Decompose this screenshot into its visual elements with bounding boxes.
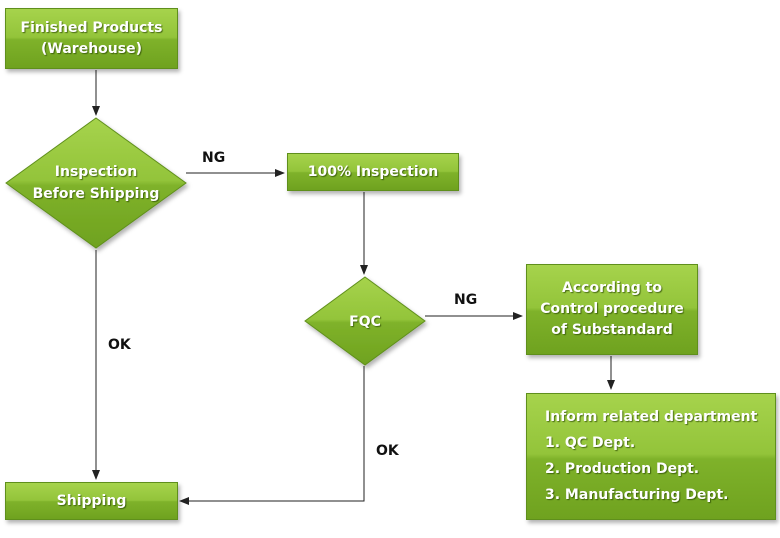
- inspection-label-line1: Inspection: [54, 164, 138, 180]
- shipping-box: Shipping: [5, 482, 178, 520]
- control-procedure-line3: of Substandard: [551, 322, 673, 338]
- inspection-ok-label: OK: [108, 337, 131, 353]
- inform-department-item: 1. QC Dept.: [545, 435, 636, 451]
- fqc-label: FQC: [349, 314, 381, 330]
- full-inspection-box: 100% Inspection: [287, 153, 459, 191]
- finished-products-line1: Finished Products: [20, 19, 163, 36]
- control-procedure-line1: According to: [562, 280, 662, 296]
- fqc-ok-label: OK: [376, 443, 399, 459]
- fqc-diamond-label: FQC: [320, 308, 410, 336]
- control-procedure-line2: Control procedure: [540, 301, 684, 317]
- inform-department-item: 2. Production Dept.: [545, 461, 700, 477]
- inspection-ng-label: NG: [202, 150, 226, 166]
- fqc-ng-label: NG: [454, 292, 478, 308]
- inform-department-box: Inform related department 1. QC Dept. 2.…: [526, 393, 776, 520]
- inspection-label-line2: Before Shipping: [32, 186, 160, 202]
- finished-products-line2: (Warehouse): [41, 40, 142, 57]
- inform-department-item: 3. Manufacturing Dept.: [545, 487, 729, 503]
- finished-products-box: Finished Products (Warehouse): [5, 8, 178, 69]
- inspection-diamond-label: Inspection Before Shipping: [16, 148, 176, 218]
- inform-department-title: Inform related department: [545, 409, 758, 425]
- shipping-label: Shipping: [56, 492, 127, 509]
- full-inspection-label: 100% Inspection: [307, 163, 439, 180]
- control-procedure-box: According to Control procedure of Substa…: [526, 264, 698, 355]
- inspection-diamond: [5, 117, 187, 249]
- connector-fqc-to-shipping: [179, 366, 365, 505]
- fqc-diamond: [304, 276, 426, 366]
